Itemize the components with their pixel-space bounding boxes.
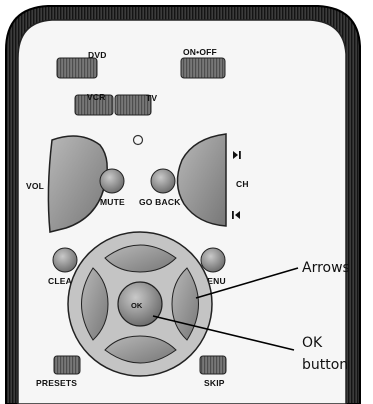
- indicator-led: [132, 134, 144, 146]
- svg-text:VOL: VOL: [26, 181, 44, 191]
- previous-track-icon: [232, 211, 240, 219]
- dvd-button[interactable]: DVD: [56, 50, 107, 79]
- arrow-down: [104, 335, 177, 364]
- arrow-up: [104, 244, 177, 273]
- ok-callout-label-line2: button: [302, 357, 348, 373]
- svg-text:CH: CH: [236, 179, 249, 189]
- svg-text:ON•OFF: ON•OFF: [183, 47, 217, 57]
- svg-text:PRESETS: PRESETS: [36, 378, 77, 388]
- arrow-left: [81, 267, 109, 341]
- clear-button[interactable]: CLEAR: [48, 247, 78, 286]
- skip-button[interactable]: SKIP: [199, 355, 227, 388]
- tv-button[interactable]: TV: [114, 93, 157, 116]
- svg-text:SKIP: SKIP: [204, 378, 225, 388]
- channel-rocker[interactable]: CH: [176, 133, 249, 227]
- arrows-callout-line: [195, 267, 299, 299]
- power-button[interactable]: ON•OFF: [180, 47, 226, 79]
- ok-callout-line: [152, 315, 295, 351]
- svg-text:GO BACK: GO BACK: [139, 197, 181, 207]
- vcr-button[interactable]: VCR: [74, 92, 114, 116]
- svg-text:DVD: DVD: [88, 50, 107, 60]
- svg-text:CLEAR: CLEAR: [48, 276, 78, 286]
- svg-text:MENU: MENU: [200, 276, 226, 286]
- go-back-button[interactable]: GO BACK: [139, 168, 181, 207]
- svg-text:VCR: VCR: [87, 92, 106, 102]
- presets-button[interactable]: PRESETS: [36, 355, 81, 388]
- ok-button[interactable]: OK: [117, 281, 163, 327]
- svg-text:TV: TV: [146, 93, 157, 103]
- svg-text:OK: OK: [131, 301, 143, 310]
- next-track-icon: [233, 151, 241, 159]
- arrows-callout-label: Arrows: [302, 260, 350, 276]
- menu-button[interactable]: MENU: [200, 247, 226, 286]
- mute-button[interactable]: MUTE: [99, 168, 125, 207]
- ok-callout-label-line1: OK: [302, 335, 323, 351]
- svg-text:MUTE: MUTE: [100, 197, 125, 207]
- volume-rocker[interactable]: VOL: [26, 135, 108, 233]
